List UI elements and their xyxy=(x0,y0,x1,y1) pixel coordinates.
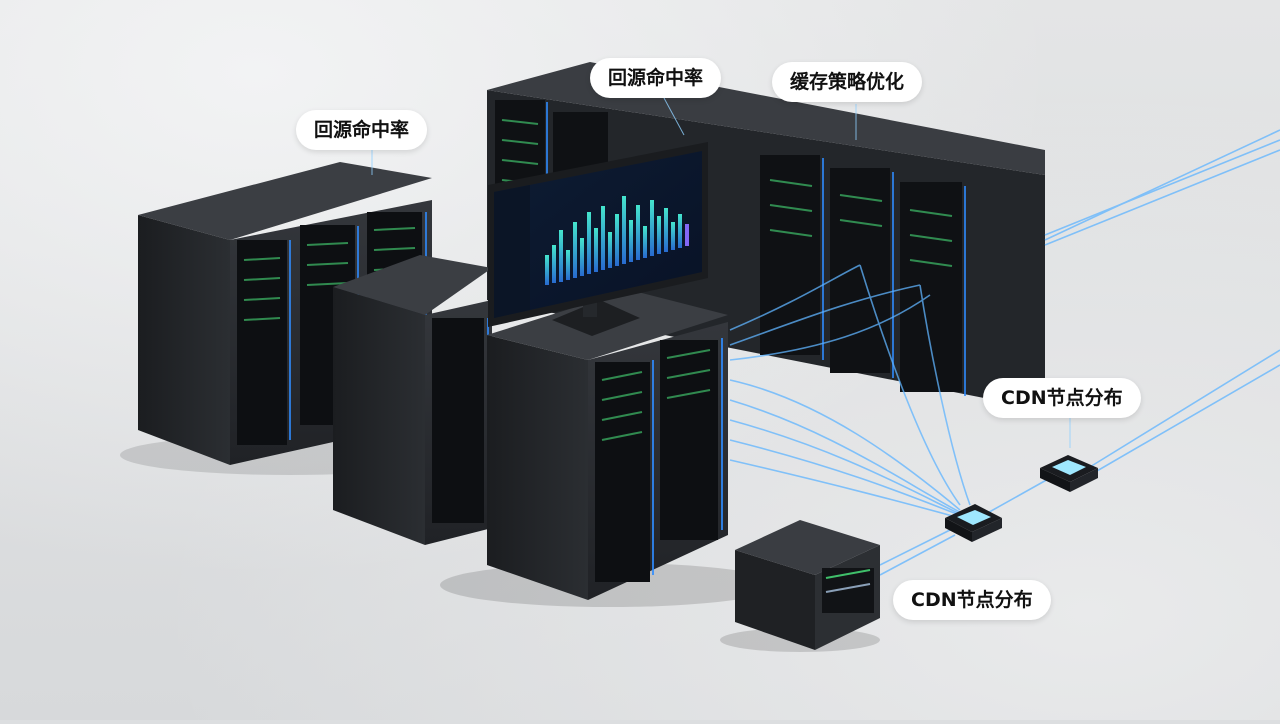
middle-rack xyxy=(333,255,492,545)
label-pointers xyxy=(371,97,1071,448)
cdn-node-left xyxy=(945,504,1002,542)
monitor xyxy=(488,142,708,336)
label-cdn-nodes-bottom: CDN节点分布 xyxy=(893,580,1051,620)
label-hit-rate-left: 回源命中率 xyxy=(296,110,428,150)
edge-server xyxy=(735,520,880,650)
label-cdn-nodes-right: CDN节点分布 xyxy=(983,378,1141,418)
cdn-node-right xyxy=(1040,455,1098,492)
label-hit-rate-back: 回源命中率 xyxy=(590,58,722,98)
label-cache-strategy: 缓存策略优化 xyxy=(772,62,923,102)
front-rack xyxy=(487,290,728,600)
screen-bar-chart xyxy=(545,196,689,285)
